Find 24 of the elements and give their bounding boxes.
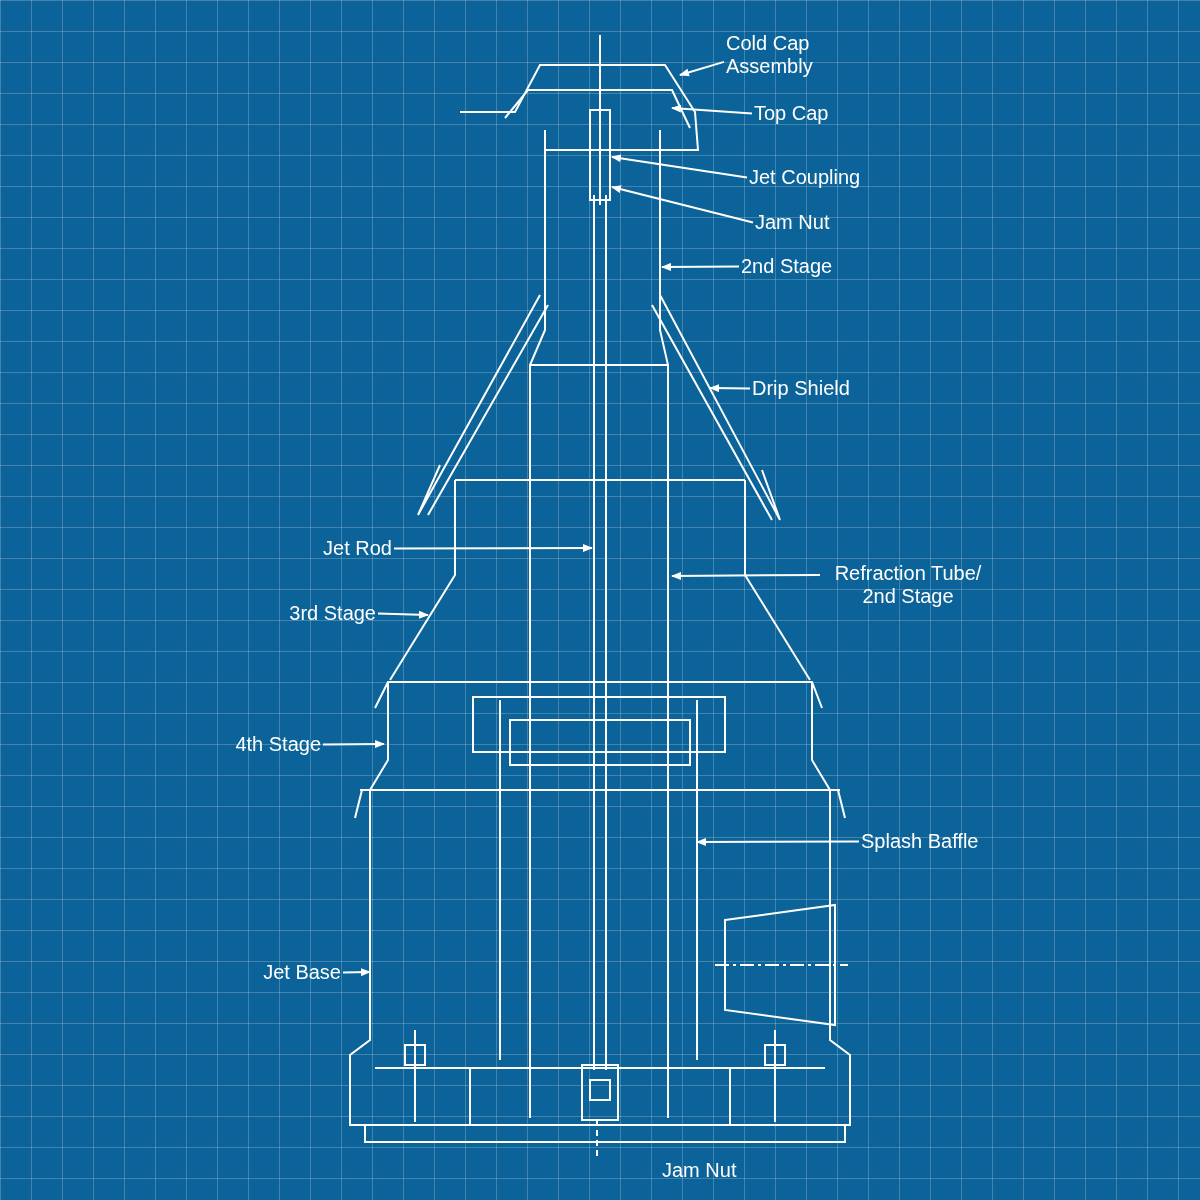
leader-line [393, 544, 593, 552]
part-label: Splash Baffle [861, 830, 979, 853]
part-label: Jet Coupling [749, 166, 861, 189]
leader-line [611, 154, 748, 179]
leader-line [322, 740, 385, 749]
leader-line [671, 571, 821, 580]
leader-line [696, 837, 860, 846]
part-label: Jam Nut [662, 1159, 737, 1182]
part-label: Jet Rod [323, 537, 392, 560]
part-label: Cold Cap Assembly [726, 32, 836, 78]
part-label: Jam Nut [755, 211, 830, 234]
part-label: 2nd Stage [741, 255, 833, 278]
leader-line [709, 384, 751, 393]
leader-line [661, 262, 740, 271]
part-label: Refraction Tube/ 2nd Stage [822, 562, 994, 608]
leader-line [342, 968, 371, 977]
part-label: 4th Stage [235, 733, 321, 756]
part-label: 3rd Stage [289, 602, 376, 625]
part-label: Jet Base [263, 961, 341, 984]
leader-line [377, 610, 429, 619]
part-label: Top Cap [754, 102, 829, 125]
leader-line [611, 185, 754, 224]
leader-line [671, 104, 753, 115]
part-label: Drip Shield [752, 377, 850, 400]
